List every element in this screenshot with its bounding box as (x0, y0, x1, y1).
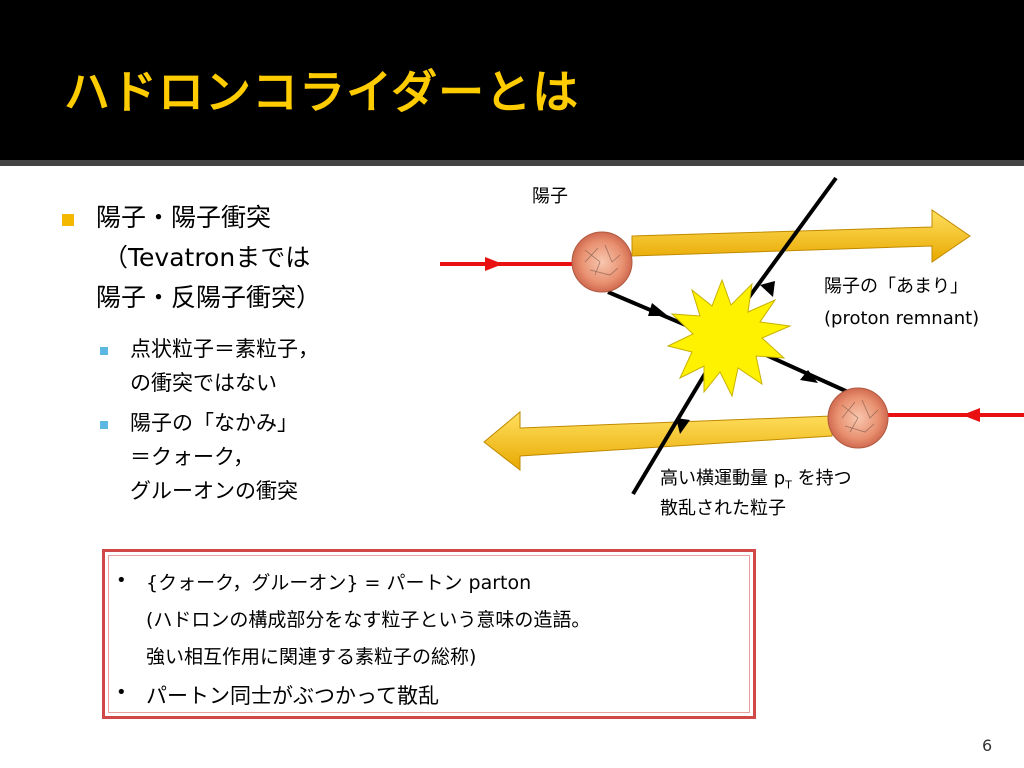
box-item-2: パートン同士がぶつかって散乱 (146, 684, 439, 708)
remnant-label-jp: 陽子の「あまり」 (824, 276, 968, 297)
sub-bullet-2-line-3: グルーオンの衝突 (130, 479, 298, 503)
proton-label: 陽子 (532, 186, 568, 207)
box-item-1-line-3: 強い相互作用に関連する素粒子の総称) (146, 646, 477, 668)
slide-title: ハドロンコライダーとは (64, 65, 580, 119)
red-arrowhead-icon (485, 257, 503, 271)
proton-texture-right (841, 399, 879, 433)
box-inner-border (108, 555, 750, 713)
black-arrowhead-icon (676, 418, 690, 434)
sub-bullet-square-icon (100, 347, 108, 355)
main-bullet-line-3: 陽子・反陽子衝突） (96, 283, 322, 312)
sub-bullet-1-line-2: の衝突ではない (130, 371, 277, 395)
black-arrowhead-icon (648, 303, 668, 316)
main-bullet-line-1: 陽子・陽子衝突 (96, 203, 272, 232)
sub-bullet-2-line-2: ＝クォーク， (130, 445, 255, 469)
remnant-label-en: (proton remnant) (824, 308, 980, 329)
box-item-1-line-1: {クォーク，グルーオン} = パートン parton (146, 572, 532, 594)
box-bullet-2: • (116, 682, 127, 703)
black-arrowhead-icon (760, 281, 775, 297)
outgoing-beam-arrow-right (631, 209, 971, 263)
box-item-1-line-2: (ハドロンの構成部分をなす粒子という意味の造語。 (146, 609, 591, 631)
scattered-label-line-2: 散乱された粒子 (660, 498, 786, 519)
title-underline (0, 160, 1024, 166)
black-arrowhead-icon (800, 370, 818, 383)
proton-sphere-left (571, 231, 633, 293)
scattered-label-line-1: 高い横運動量 pT を持つ (660, 468, 852, 492)
parton-definition-box (102, 549, 756, 719)
proton-texture-left (584, 244, 621, 276)
outgoing-beam-arrow-left (483, 410, 833, 472)
main-bullet-line-2: （Tevatronまでは (103, 243, 311, 272)
page-number: 6 (982, 736, 993, 755)
red-arrowhead-icon (962, 408, 980, 422)
collision-burst-icon (666, 278, 792, 398)
sub-bullet-2-line-1: 陽子の「なかみ」 (130, 411, 298, 435)
sub-bullet-1-line-1: 点状粒子＝素粒子， (130, 337, 319, 361)
title-bar (0, 0, 1024, 160)
box-bullet-1: • (116, 570, 127, 591)
sub-bullet-square-icon (100, 421, 108, 429)
bullet-square-icon (62, 214, 74, 226)
